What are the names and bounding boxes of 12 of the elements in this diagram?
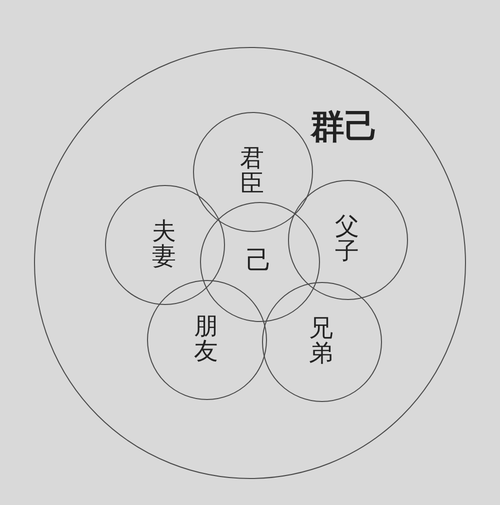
relation-circle <box>104 184 224 304</box>
relation-circle <box>262 282 382 402</box>
circle-label: 君臣 <box>239 146 266 196</box>
outer-circle <box>34 47 466 479</box>
circle-label: 夫妻 <box>151 219 178 270</box>
relation-circle <box>288 180 408 300</box>
circle-label: 群己 <box>309 110 380 146</box>
relation-circle <box>146 280 266 400</box>
circle-label: 己 <box>244 248 273 275</box>
circle-label: 兄弟 <box>308 316 334 366</box>
circle-label: 父子 <box>334 214 360 264</box>
circle-label: 朋友 <box>193 314 220 364</box>
